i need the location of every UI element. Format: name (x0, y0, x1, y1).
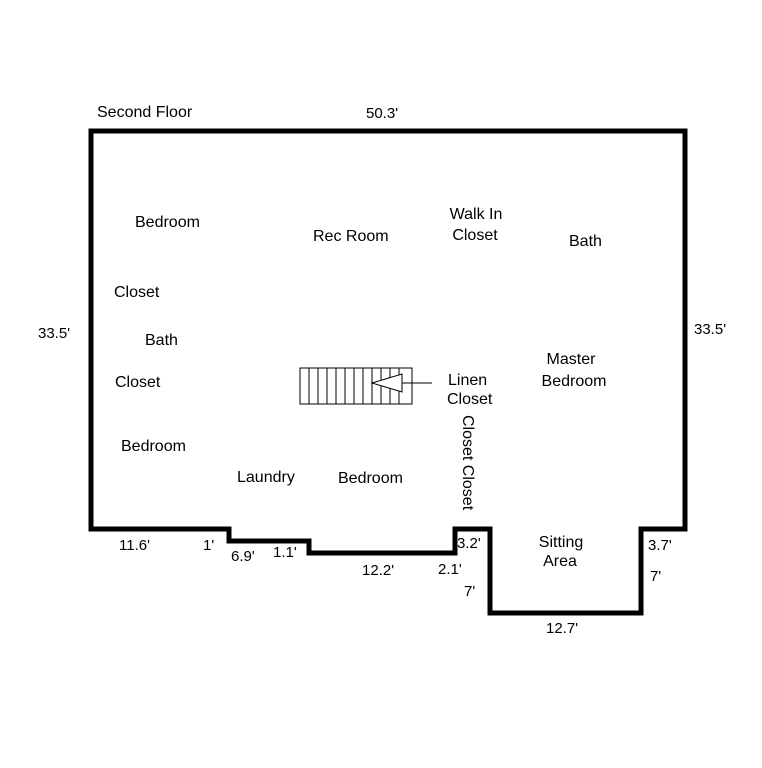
dimension-bottom-mid: 12.2' (362, 562, 395, 579)
dimension-right-lower: 7' (650, 568, 662, 585)
room-label-master-1: Master (546, 351, 596, 368)
room-label-closet-w1: Closet (114, 284, 160, 301)
room-label-linen-1: Linen (448, 372, 488, 389)
room-label-rec-room: Rec Room (313, 228, 389, 245)
room-label-sitting-2: Area (543, 553, 577, 570)
dimension-step-1: 1' (203, 537, 215, 554)
room-label-walk-in-1: Walk In (449, 206, 503, 223)
room-label-closet-vertical: Closet Closet (459, 415, 476, 511)
room-label-bedroom-sw: Bedroom (121, 438, 186, 455)
dimension-top: 50.3' (366, 105, 399, 122)
dimension-step-2: 6.9' (231, 548, 255, 565)
room-label-bedroom-s: Bedroom (338, 470, 403, 487)
room-label-linen-2: Closet (447, 391, 493, 408)
room-label-sitting-1: Sitting (538, 534, 584, 551)
floor-title: Second Floor (97, 104, 193, 121)
dimension-notch-left: 7' (464, 583, 476, 600)
dimension-bottom-left: 11.6' (119, 537, 150, 554)
room-label-laundry: Laundry (237, 469, 295, 486)
dimension-sitting-bottom: 12.7' (546, 620, 579, 637)
room-label-bath-w: Bath (145, 332, 178, 349)
room-label-walk-in-2: Closet (452, 227, 498, 244)
dimension-right: 33.5' (694, 321, 727, 338)
dimension-notch-top: 3.2' (457, 535, 481, 552)
room-label-master-2: Bedroom (541, 373, 607, 390)
room-label-bedroom-nw: Bedroom (135, 214, 200, 231)
room-label-bath-ne: Bath (569, 233, 602, 250)
dimension-notch-mid: 2.1' (438, 561, 462, 578)
exterior-wall-outline (88, 128, 688, 616)
dimension-left: 33.5' (38, 325, 71, 342)
room-label-closet-w2: Closet (115, 374, 161, 391)
dimension-right-step: 3.7' (648, 537, 672, 554)
stair-direction-arrow-icon (370, 373, 432, 393)
dimension-step-3: 1.1' (273, 544, 297, 561)
